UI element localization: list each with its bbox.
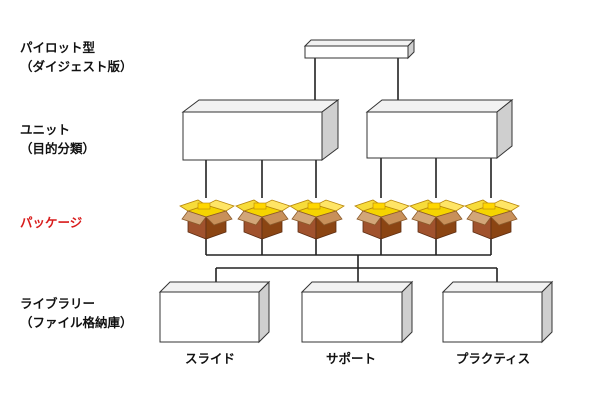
library-box-2	[300, 280, 414, 344]
package-icons	[179, 199, 520, 240]
library-box-1	[158, 280, 271, 344]
package-icon	[464, 199, 520, 240]
level-label-library: ライブラリー （ファイル格納庫）	[20, 294, 133, 332]
pilot-box	[303, 38, 416, 60]
pilot-subtitle: （ダイジェスト版）	[20, 59, 133, 74]
level-label-package: パッケージ	[20, 213, 82, 232]
level-label-unit: ユニット （目的分類）	[20, 120, 95, 158]
package-title: パッケージ	[20, 215, 83, 230]
package-icon	[409, 199, 465, 240]
level-label-pilot: パイロット型 （ダイジェスト版）	[20, 38, 133, 76]
pilot-title: パイロット型	[20, 40, 96, 55]
unit-box-1	[181, 99, 340, 161]
library-item-support: サポート	[325, 351, 377, 366]
library-item-slides: スライド	[184, 351, 236, 366]
package-icon	[354, 199, 410, 240]
unit-subtitle: （目的分類）	[20, 141, 96, 156]
library-item-practice: プラクティス	[455, 351, 531, 366]
package-icon	[179, 199, 235, 240]
package-icon	[289, 199, 345, 240]
connector-lines	[205, 58, 498, 292]
library-title: ライブラリー	[20, 296, 96, 311]
package-icon	[235, 199, 291, 240]
unit-title: ユニット	[20, 122, 71, 137]
library-box-3	[441, 280, 554, 344]
unit-box-2	[365, 98, 514, 160]
library-subtitle: （ファイル格納庫）	[20, 315, 133, 330]
